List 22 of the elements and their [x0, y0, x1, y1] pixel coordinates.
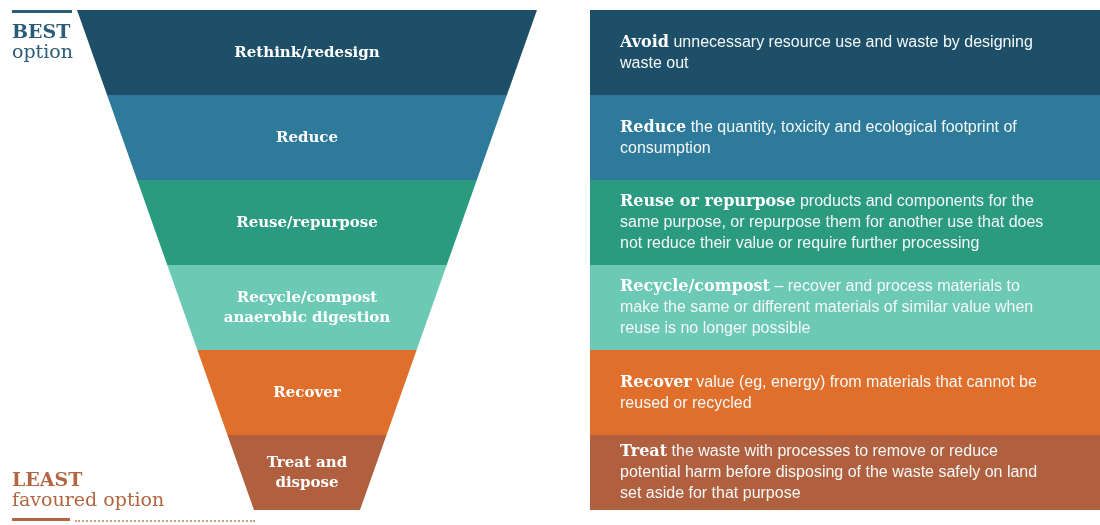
band-title: Treat and dispose: [265, 453, 349, 492]
band-title: Recycle/compost anaerobic digestion: [222, 288, 392, 327]
description-text: Reuse or repurpose products and components for the same purpose, or repurpose them for another use that does not reduce their value or require further processing: [620, 191, 1045, 253]
rank-label: BEST: [12, 22, 71, 41]
band-title: Rethink/redesign: [233, 42, 381, 63]
description-band: [590, 435, 1100, 510]
description-band: [590, 180, 1100, 265]
band-title: Reuse/repurpose: [235, 212, 379, 233]
description-text: Recycle/compost – recover and process materials to make the same or different materials of similar value when reuse is no longer possible: [620, 276, 1035, 338]
band-title: Reduce: [274, 127, 340, 148]
description-text: Reduce the quantity, toxicity and ecological footprint of consumption: [620, 116, 1018, 158]
description-band: [590, 265, 1100, 350]
description-band: [590, 95, 1100, 180]
rank-label: option: [12, 42, 73, 61]
description-text: Recover value (eg, energy) from materials that cannot be reused or recycled: [620, 371, 1038, 413]
band-title: Recover: [272, 382, 342, 403]
rank-label: LEAST: [12, 470, 83, 489]
description-band: [590, 350, 1100, 435]
description-text: Treat the waste with processes to remove or reduce potential harm before disposing of the waste safely on land set aside for that purpose: [620, 441, 1039, 503]
description-band: [590, 10, 1100, 95]
rank-label: favoured option: [12, 490, 165, 509]
description-text: Avoid unnecessary resource use and waste by designing waste out: [620, 31, 1034, 73]
